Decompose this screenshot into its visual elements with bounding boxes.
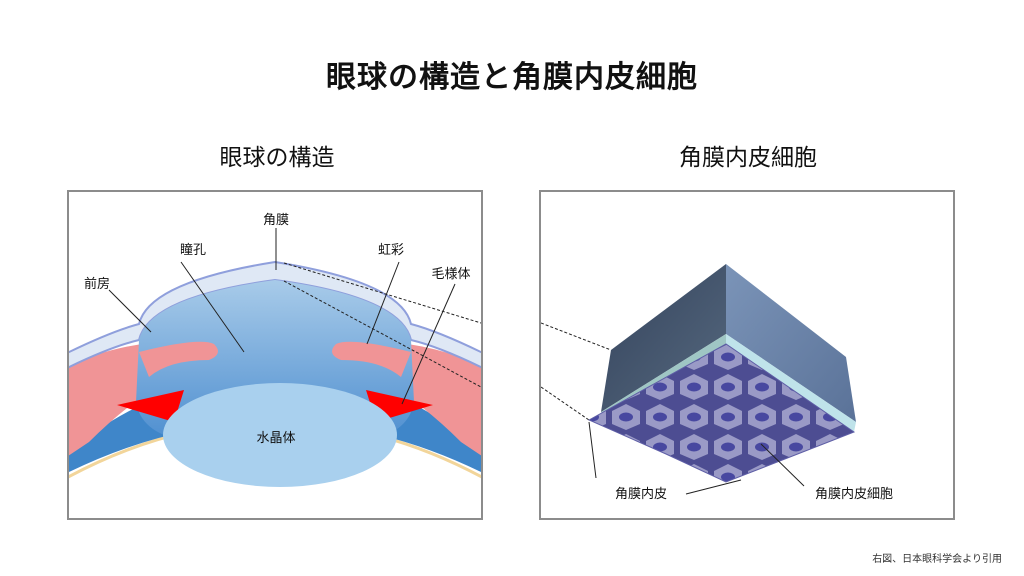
cube-face-left [601,264,726,412]
label-ciliary-body: 毛様体 [431,267,470,282]
label-iris: 虹彩 [378,243,404,258]
label-endothelial-cells: 角膜内皮細胞 [815,486,893,502]
iris-right [332,341,411,377]
endothelial-cells-panel: 角膜内皮 角膜内皮細胞 [539,190,955,520]
endothelial-cells-heading: 角膜内皮細胞 [679,145,817,171]
label-endothelium: 角膜内皮 [615,486,667,502]
label-cornea: 角膜 [263,213,289,228]
label-lens: 水晶体 [256,431,295,446]
eye-structure-panel: 角膜 瞳孔 前房 虹彩 毛様体 水晶体 [67,190,483,520]
corneal-endothelium-diagram: 角膜内皮 角膜内皮細胞 [541,264,893,502]
lens [163,383,397,487]
eye-cross-section-diagram: 角膜 瞳孔 前房 虹彩 毛様体 水晶体 [69,213,481,487]
cube-face-right [726,264,856,422]
iris-left [139,341,218,377]
eye-structure-heading: 眼球の構造 [219,145,335,171]
page-title: 眼球の構造と角膜内皮細胞 [326,60,698,95]
label-anterior-chamber: 前房 [84,276,110,292]
endothelial-cell-layer [587,343,856,483]
label-pupil: 瞳孔 [180,243,206,258]
ciliary-muscle-left [117,390,184,422]
source-credit: 右図、日本眼科学会より引用 [872,554,1002,565]
